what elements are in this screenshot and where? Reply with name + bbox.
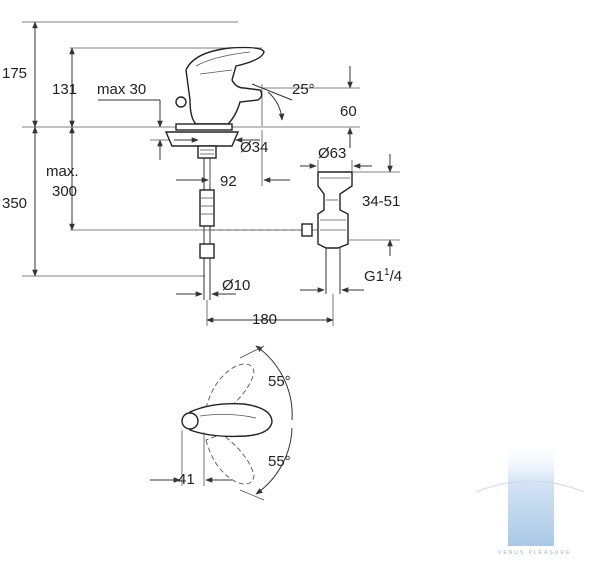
dim-92: 92 — [220, 173, 237, 190]
dim-diameter-63: Ø63 — [318, 145, 346, 162]
dim-55-deg-bottom: 55° — [268, 453, 291, 470]
dim-diameter-34: Ø34 — [240, 139, 268, 156]
dimension-labels: 175 350 131 max 30 25° 60 max. 300 Ø34 9… — [2, 65, 402, 488]
dim-55-deg-top: 55° — [268, 373, 291, 390]
side-view — [22, 21, 400, 326]
dim-180: 180 — [252, 311, 277, 328]
dim-175: 175 — [2, 65, 27, 82]
dim-g1-thread: G11/4 — [364, 267, 402, 285]
watermark-text: VENUS PLEASURE — [498, 550, 571, 556]
dim-max-30: max 30 — [97, 81, 146, 98]
watermark-logo: VENUS PLEASURE — [475, 440, 585, 556]
dim-300: 300 — [52, 183, 77, 200]
dim-g1-frac: /4 — [390, 268, 403, 285]
dim-g1-main: G1 — [364, 268, 384, 285]
top-view — [150, 345, 293, 501]
dim-25-deg: 25° — [292, 81, 315, 98]
dim-max-label: max. — [46, 163, 79, 180]
dim-34-51: 34-51 — [362, 193, 400, 210]
dim-41: 41 — [178, 471, 195, 488]
dim-350: 350 — [2, 195, 27, 212]
dim-60: 60 — [340, 103, 357, 120]
dim-131: 131 — [52, 81, 77, 98]
dim-g1-sup: 1 — [384, 267, 390, 278]
dim-diameter-10: Ø10 — [222, 277, 250, 294]
